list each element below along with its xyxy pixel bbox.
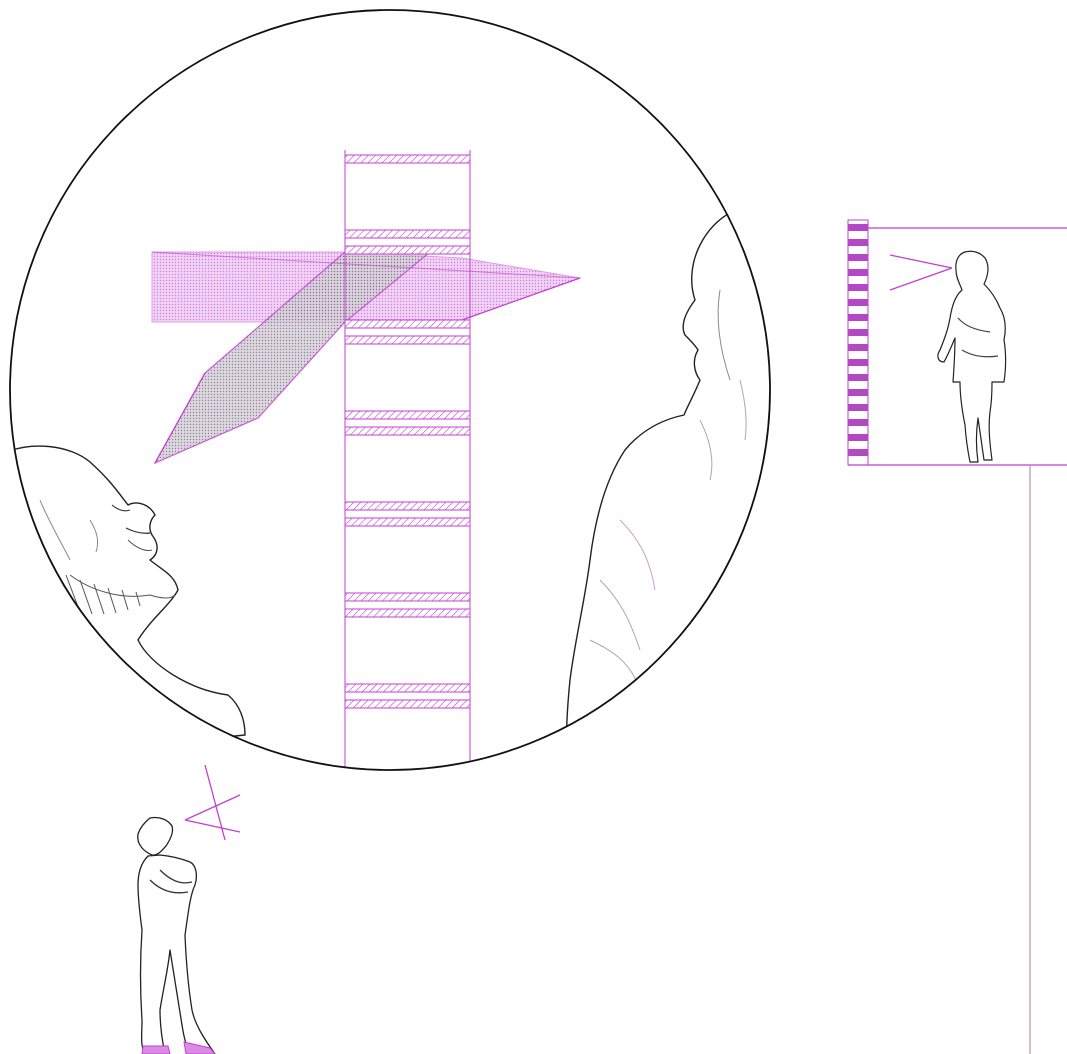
screen-slat <box>345 700 470 708</box>
facade-slat <box>848 404 868 411</box>
facade-slat <box>848 299 868 306</box>
facade-slat <box>848 359 868 366</box>
screen-slat <box>345 230 470 238</box>
facade-slat <box>848 284 868 291</box>
screen-slat <box>345 246 470 254</box>
facade-slat <box>848 434 868 441</box>
woman-face-closeup <box>567 200 800 780</box>
woman-sightline-marker <box>890 255 952 290</box>
man-sightline-marker <box>185 765 240 840</box>
facade-slat <box>848 344 868 351</box>
screen-slat <box>345 593 470 601</box>
standing-woman-figure <box>890 251 1006 462</box>
screen-slat <box>345 427 470 435</box>
facade-slat <box>848 329 868 336</box>
screen-slat <box>345 320 470 328</box>
screen-slat <box>345 609 470 617</box>
facade-slat <box>848 254 868 261</box>
standing-man-figure <box>138 765 240 1054</box>
screen-slat <box>345 336 470 344</box>
man-face-closeup <box>0 446 245 760</box>
facade-slat <box>848 419 868 426</box>
screen-slat <box>345 518 470 526</box>
screen-slat <box>345 502 470 510</box>
slatted-screen-elevation <box>345 150 470 780</box>
facade-slat <box>848 374 868 381</box>
facade-slat <box>848 314 868 321</box>
screen-slat <box>345 155 470 163</box>
facade-slat-strip <box>848 220 868 465</box>
facade-slat <box>848 449 868 456</box>
screen-slat <box>345 684 470 692</box>
screen-slat <box>345 411 470 419</box>
facade-slat <box>848 269 868 276</box>
facade-slat <box>848 239 868 246</box>
facade-slat <box>848 389 868 396</box>
enlarged-view-content <box>0 150 800 780</box>
facade-slat <box>848 224 868 231</box>
